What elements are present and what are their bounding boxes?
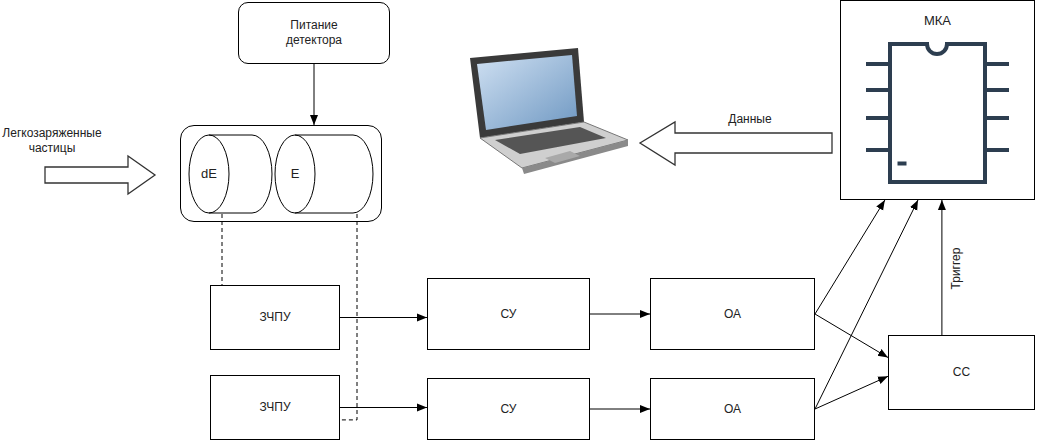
node-text: ОА — [724, 307, 741, 322]
e-detector: E — [274, 134, 374, 214]
node-text: Питание детектора — [264, 18, 364, 48]
particles-arrow — [45, 156, 155, 194]
flow-arrow — [815, 200, 918, 409]
flow-arrow — [340, 317, 427, 318]
node-text: СУ — [501, 307, 517, 322]
shaper-box: ОА — [650, 378, 815, 440]
node-text: dE — [188, 166, 230, 182]
flow-arrow — [815, 376, 888, 409]
amplifier-box: СУ — [427, 278, 590, 350]
preamp-box: ЗЧПУ — [210, 285, 340, 350]
shaper-box: ОА — [650, 278, 815, 350]
cylinder-outline — [274, 134, 374, 214]
node-text: ОА — [724, 402, 741, 417]
data-label: Данные — [705, 112, 795, 127]
chip-icon — [866, 44, 1009, 182]
node-text: СС — [953, 365, 970, 380]
node-text: МКА — [924, 13, 951, 29]
node-text: E — [274, 166, 316, 182]
cylinder-outline — [188, 134, 273, 214]
flow-arrow — [941, 200, 942, 335]
power-box: Питание детектора — [238, 2, 390, 64]
flow-arrow — [340, 407, 427, 408]
mcu-box: МКА — [840, 0, 1035, 200]
flow-arrow — [590, 314, 650, 315]
edge-label: Триггер — [950, 247, 965, 289]
de-detector: dE — [188, 134, 273, 214]
signal-wire — [222, 214, 223, 285]
node-text: ЗЧПУ — [259, 400, 290, 415]
data-arrow — [640, 122, 832, 165]
flow-arrow — [815, 200, 885, 314]
laptop-icon — [470, 48, 628, 174]
node-text: СУ — [501, 402, 517, 417]
flow-arrow — [314, 64, 315, 125]
detector-housing: dE E — [180, 125, 382, 222]
node-text: ЗЧПУ — [259, 310, 290, 325]
coincidence-box: СС — [888, 335, 1035, 410]
amplifier-box: СУ — [427, 378, 590, 440]
particles-label: Легкозаряженные частицы — [2, 126, 102, 156]
flow-arrow — [590, 409, 650, 410]
preamp-box: ЗЧПУ — [210, 375, 340, 440]
signal-wire — [340, 214, 357, 420]
